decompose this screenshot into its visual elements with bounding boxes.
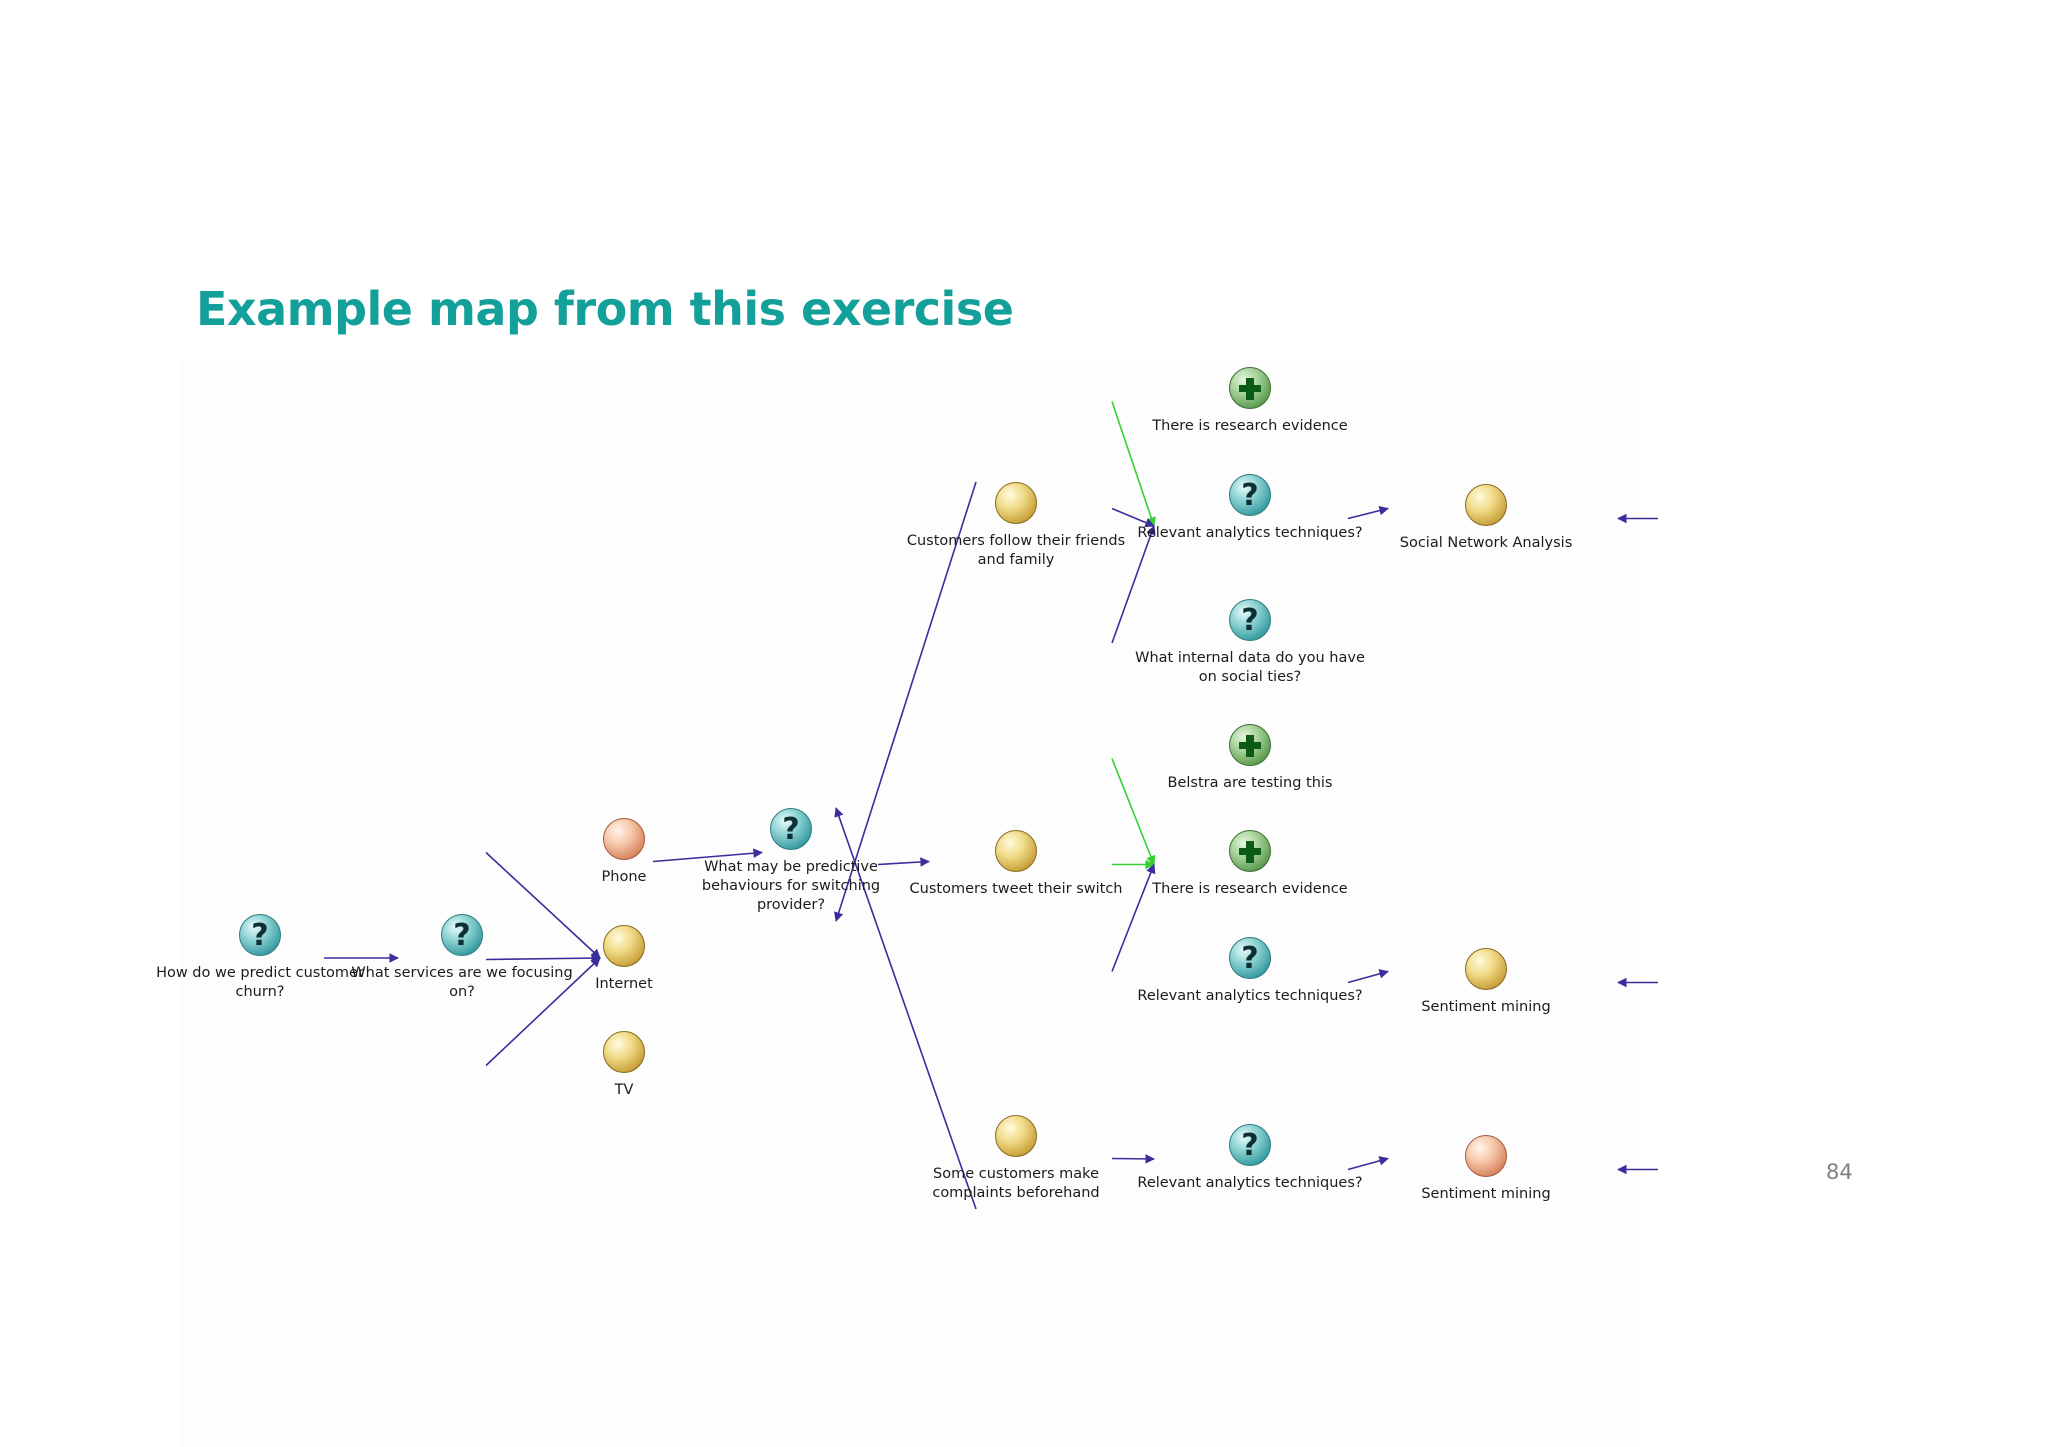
edge-q_analytics1-to-i_follow xyxy=(1111,507,1155,528)
node-label: Internet xyxy=(595,976,653,992)
question-icon xyxy=(1229,1124,1271,1166)
lightbulb-icon xyxy=(603,925,645,967)
node-sentiment-mining-1[interactable]: Sentiment mining xyxy=(1366,948,1606,1017)
lightbulb-icon xyxy=(1465,948,1507,990)
node-label: What services are we focusing on? xyxy=(351,965,573,1000)
node-label: Sentiment mining xyxy=(1421,999,1551,1015)
node-label: Social Network Analysis xyxy=(1399,535,1573,551)
slide-title: Example map from this exercise xyxy=(196,282,1014,336)
edge-i_complaints-to-q_behaviours xyxy=(834,807,977,1210)
question-icon xyxy=(441,914,483,956)
lightbulb-icon xyxy=(995,482,1037,524)
node-label: There is research evidence xyxy=(1152,418,1348,434)
edge-i_tv-to-q_services xyxy=(485,957,601,1067)
edge-i_follow-to-q_behaviours xyxy=(834,481,977,922)
node-relevant-analytics-2[interactable]: Relevant analytics techniques? xyxy=(1130,937,1370,1006)
edge-q_behaviours-to-i_phone xyxy=(652,848,763,863)
node-internet[interactable]: Internet xyxy=(504,925,744,994)
edge-i_phone-to-q_services xyxy=(485,851,601,959)
edge-p_research1-to-i_follow xyxy=(1111,401,1156,527)
lightbulb-icon xyxy=(995,1115,1037,1157)
plus-icon xyxy=(1229,830,1271,872)
node-label: What internal data do you have on social… xyxy=(1135,650,1365,685)
plus-icon xyxy=(1229,724,1271,766)
node-label: TV xyxy=(614,1082,634,1098)
node-research-evidence-1[interactable]: There is research evidence xyxy=(1130,367,1370,436)
map-canvas xyxy=(180,360,1640,1447)
node-label: Customers tweet their switch xyxy=(909,881,1123,897)
edge-i_sna-to-q_analytics1 xyxy=(1347,505,1389,520)
question-icon xyxy=(239,914,281,956)
node-relevant-analytics-3[interactable]: Relevant analytics techniques? xyxy=(1130,1124,1370,1193)
node-social-network-analysis[interactable]: Social Network Analysis xyxy=(1366,484,1606,553)
node-sentiment-mining-2[interactable]: Sentiment mining xyxy=(1366,1135,1606,1204)
node-label: Sentiment mining xyxy=(1421,1186,1551,1202)
node-relevant-analytics-1[interactable]: Relevant analytics techniques? xyxy=(1130,474,1370,543)
node-label: There is research evidence xyxy=(1152,881,1348,897)
question-icon xyxy=(770,808,812,850)
node-label: Customers follow their friends and famil… xyxy=(906,533,1126,568)
node-phone[interactable]: Phone xyxy=(504,818,744,887)
lightbulb-icon xyxy=(1465,484,1507,526)
edge-q_internal-to-i_follow xyxy=(1111,525,1156,644)
edge-q_analytics2-to-i_tweet xyxy=(1111,863,1156,972)
node-label: Relevant analytics techniques? xyxy=(1137,1175,1363,1191)
edge-i_internet-to-q_services xyxy=(485,953,601,963)
node-belstra-testing[interactable]: Belstra are testing this xyxy=(1130,724,1370,793)
node-label: Belstra are testing this xyxy=(1167,775,1333,791)
node-what-services[interactable]: What services are we focusing on? xyxy=(342,914,582,1002)
node-label: Relevant analytics techniques? xyxy=(1137,525,1363,541)
node-customers-follow[interactable]: Customers follow their friends and famil… xyxy=(896,482,1136,570)
question-icon xyxy=(1229,474,1271,516)
node-complaints-beforehand[interactable]: Some customers make complaints beforehan… xyxy=(896,1115,1136,1203)
node-label: How do we predict customer churn? xyxy=(156,965,364,1000)
node-label: Some customers make complaints beforehan… xyxy=(932,1166,1100,1201)
node-customers-tweet[interactable]: Customers tweet their switch xyxy=(896,830,1136,899)
edge-p_belstra-to-i_tweet xyxy=(1111,758,1156,866)
edge-i_sentiment1-to-q_analytics2 xyxy=(1347,969,1389,984)
node-label: What may be predictive behaviours for sw… xyxy=(701,859,881,913)
question-icon xyxy=(1229,937,1271,979)
page-number: 84 xyxy=(1826,1160,1853,1184)
node-label: Phone xyxy=(601,869,647,885)
node-how-do-we-predict-churn[interactable]: How do we predict customer churn? xyxy=(140,914,380,1002)
question-icon xyxy=(1229,599,1271,641)
lightbulb-icon xyxy=(603,1031,645,1073)
node-predictive-behaviours[interactable]: What may be predictive behaviours for sw… xyxy=(671,808,911,915)
node-tv[interactable]: TV xyxy=(504,1031,744,1100)
edge-i_sentiment2-to-q_analytics3 xyxy=(1347,1156,1389,1171)
node-label: Relevant analytics techniques? xyxy=(1137,988,1363,1004)
plus-icon xyxy=(1229,367,1271,409)
edge-i_tweet-to-q_behaviours xyxy=(877,857,930,867)
handshake-icon xyxy=(1465,1135,1507,1177)
handshake-icon xyxy=(603,818,645,860)
edge-q_analytics3-to-i_complaints xyxy=(1111,1154,1155,1164)
node-research-evidence-2[interactable]: There is research evidence xyxy=(1130,830,1370,899)
lightbulb-icon xyxy=(995,830,1037,872)
node-internal-data[interactable]: What internal data do you have on social… xyxy=(1130,599,1370,687)
